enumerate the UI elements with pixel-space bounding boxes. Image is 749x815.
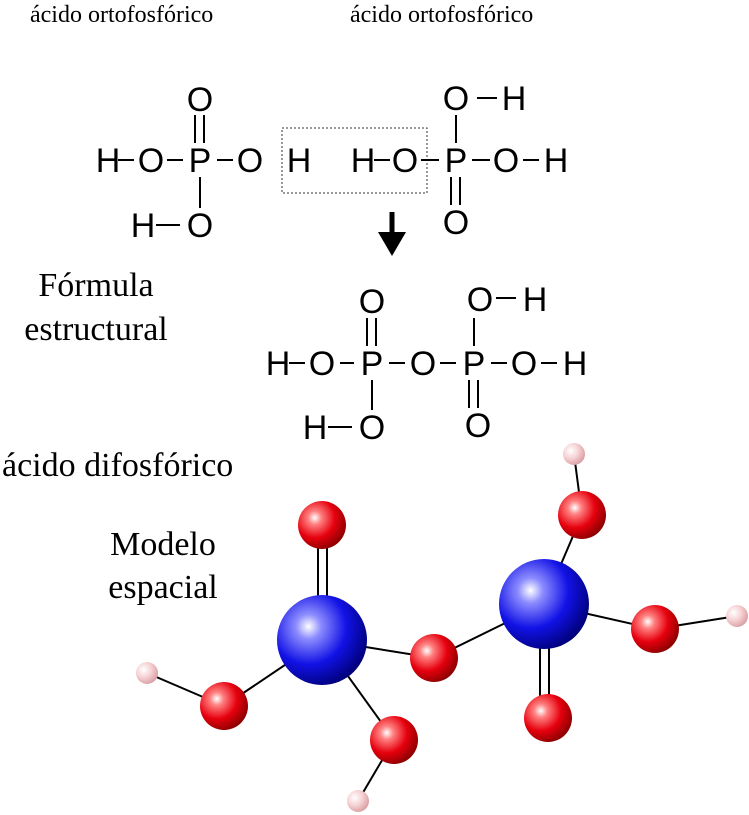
space-model-label-line1: Modelo bbox=[110, 526, 216, 563]
atom-o: O bbox=[237, 142, 263, 180]
atom-h: H bbox=[303, 409, 328, 447]
atom-o: O bbox=[359, 283, 385, 321]
hydrogen-atom-sphere bbox=[136, 662, 158, 684]
atom-o: O bbox=[443, 204, 469, 242]
ortophosphoric-acid-right-label: ácido ortofosfórico bbox=[350, 2, 533, 28]
atom-h: H bbox=[266, 345, 291, 383]
phosphorus-atom-sphere bbox=[499, 559, 589, 649]
space-model-label-line2: espacial bbox=[108, 569, 218, 606]
oxygen-atom-sphere bbox=[298, 501, 346, 549]
atom-p: P bbox=[361, 345, 384, 383]
hydrogen-atom-sphere bbox=[726, 605, 748, 627]
structural-formula-label-line2: estructural bbox=[24, 311, 168, 348]
oxygen-atom-sphere bbox=[558, 491, 606, 539]
diphosphoric-acid-label: ácido difosfórico bbox=[2, 447, 233, 484]
atom-o: O bbox=[187, 81, 213, 119]
atom-h: H bbox=[131, 207, 156, 245]
ball-and-stick-model bbox=[136, 443, 748, 812]
atom-o: O bbox=[187, 207, 213, 245]
atom-h: H bbox=[502, 80, 527, 118]
atom-h: H bbox=[351, 142, 376, 180]
oxygen-atom-sphere bbox=[631, 605, 679, 653]
oxygen-atom-sphere bbox=[370, 716, 418, 764]
hydrogen-atom-sphere bbox=[563, 443, 585, 465]
atom-o: O bbox=[309, 345, 335, 383]
right-orthophosphoric-molecule: H O P O H O H O bbox=[351, 80, 569, 242]
ortophosphoric-acid-left-label: ácido ortofosfórico bbox=[30, 2, 213, 28]
atom-p: P bbox=[463, 345, 486, 383]
atom-p: P bbox=[189, 142, 212, 180]
atom-o: O bbox=[138, 142, 164, 180]
atom-o: O bbox=[465, 407, 491, 445]
atom-o: O bbox=[392, 142, 418, 180]
atom-o: O bbox=[443, 80, 469, 118]
atom-h: H bbox=[544, 142, 569, 180]
hydrogen-atom-sphere bbox=[347, 790, 369, 812]
phosphorus-atom-sphere bbox=[277, 595, 367, 685]
atom-o: O bbox=[493, 142, 519, 180]
bridging-oxygen-atom-sphere bbox=[410, 634, 458, 682]
atom-o-bridge: O bbox=[410, 345, 436, 383]
reaction-arrow bbox=[378, 212, 406, 256]
oxygen-atom-sphere bbox=[524, 694, 572, 742]
atom-h: H bbox=[96, 142, 121, 180]
diphosphoric-structural-formula: H O P O P O H O O H O H O bbox=[266, 281, 588, 447]
atom-h: H bbox=[563, 345, 588, 383]
structural-formula-label-line1: Fórmula bbox=[38, 267, 153, 304]
atom-h: H bbox=[523, 281, 548, 319]
atom-p: P bbox=[445, 142, 468, 180]
atom-o: O bbox=[467, 281, 493, 319]
atom-o: O bbox=[511, 345, 537, 383]
atom-o: O bbox=[359, 409, 385, 447]
atom-h: H bbox=[287, 142, 312, 180]
left-orthophosphoric-molecule: H O P O H O O H bbox=[96, 81, 312, 245]
oxygen-atom-sphere bbox=[200, 682, 248, 730]
